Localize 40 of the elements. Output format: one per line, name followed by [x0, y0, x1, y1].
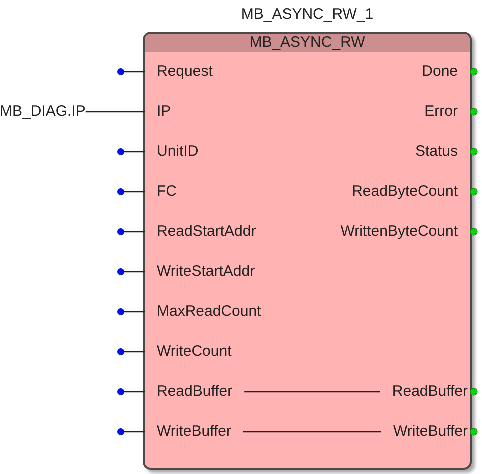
connector-line	[118, 268, 145, 276]
connector-line	[470, 228, 478, 236]
pin-label: ReadByteCount	[352, 182, 470, 202]
connector-line	[118, 188, 145, 196]
pin-label: Status	[415, 142, 470, 162]
connector-line	[86, 111, 145, 113]
connector-line	[118, 308, 145, 316]
pin-label: Done	[422, 62, 470, 82]
connector-line	[118, 388, 145, 396]
connector-line	[118, 228, 145, 236]
pin-label: WrittenByteCount	[340, 222, 470, 242]
connector-line	[470, 388, 478, 396]
pin-label: UnitID	[145, 142, 199, 162]
connector-line	[470, 108, 478, 116]
function-block	[143, 32, 472, 470]
pin-label: ReadBuffer	[380, 382, 470, 402]
connector-line	[470, 148, 478, 156]
connector-line	[244, 391, 380, 393]
pin-label: WriteBuffer	[145, 422, 244, 442]
connector-line	[470, 188, 478, 196]
pin-label: IP	[145, 102, 172, 122]
pin-label: MaxReadCount	[145, 302, 262, 322]
pin-label: WriteBuffer	[382, 422, 470, 442]
connector-line	[118, 68, 145, 76]
instance-name: MB_ASYNC_RW_1	[240, 5, 375, 25]
block-type-label: MB_ASYNC_RW	[250, 34, 366, 52]
pin-label: Request	[145, 62, 213, 82]
pin-label: Error	[424, 102, 470, 122]
pin-label: FC	[145, 182, 177, 202]
connector-line	[470, 428, 478, 436]
connector-line	[118, 348, 145, 356]
pin-label: WriteCount	[145, 342, 232, 362]
pin-label: ReadBuffer	[145, 382, 245, 402]
pin-label: ReadStartAddr	[145, 222, 256, 242]
connector-line	[470, 68, 478, 76]
variable-label: MB_DIAG.IP	[0, 102, 86, 122]
connector-line	[118, 428, 145, 436]
connector-line	[118, 148, 145, 156]
connector-line	[243, 431, 382, 433]
pin-label: WriteStartAddr	[145, 262, 256, 282]
